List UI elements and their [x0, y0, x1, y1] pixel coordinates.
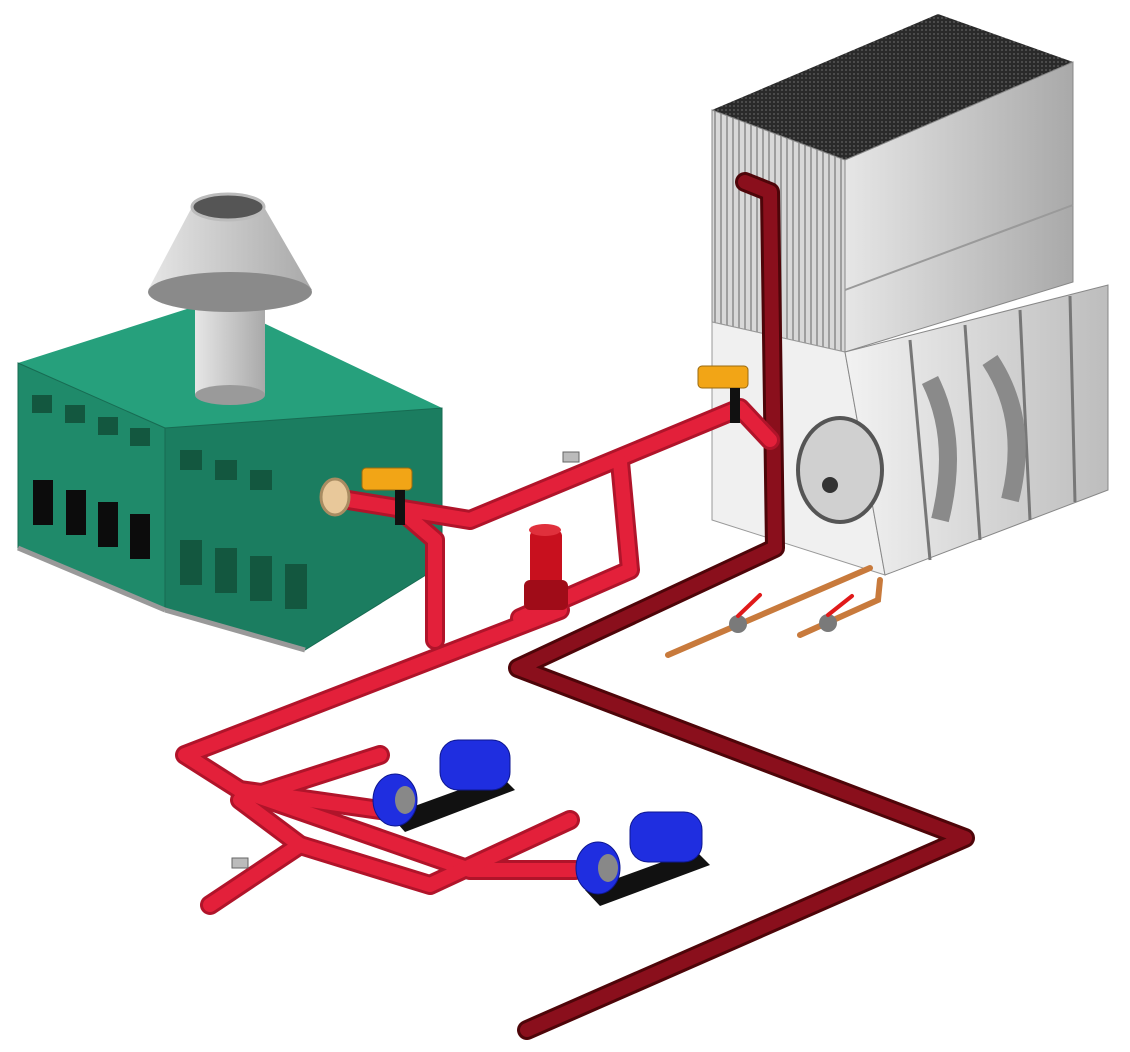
base-mounted-pump-2 [575, 811, 710, 906]
chimney-cone [148, 207, 312, 290]
chimney-collar [195, 385, 265, 405]
ahu-top-grille [712, 14, 1073, 160]
fan-wheel-icon [796, 416, 884, 524]
boiler-base-rail [164, 607, 306, 653]
fan-scroll-housing [921, 375, 957, 523]
chimney-cone-rim [148, 272, 312, 312]
temperature-sensor [562, 451, 580, 463]
boiler-base-rail [17, 545, 166, 613]
chimney-stack [148, 192, 312, 405]
boiler-louvers [32, 395, 307, 609]
ahu-upper-side-panel [844, 61, 1074, 353]
ahu-panel-seam [844, 204, 1074, 291]
boiler-supply-flange [319, 477, 351, 517]
return-pipe [508, 172, 975, 1040]
boiler-side [164, 407, 443, 651]
chimney-opening [190, 192, 266, 222]
fan-scroll-housing [982, 355, 1026, 503]
ball-valve-icon [729, 615, 747, 633]
fan-hub [822, 477, 838, 493]
inline-circulator-pump [524, 524, 568, 610]
copper-condensate-lines [665, 565, 883, 658]
valve-actuator-boiler [361, 467, 413, 525]
base-mounted-pump-1 [372, 739, 515, 832]
ahu-fan-dividers [908, 295, 1077, 561]
valve-actuator-ahu [697, 365, 749, 423]
air-handling-unit [711, 14, 1109, 576]
temperature-sensor [231, 857, 249, 869]
boiler-access-ports [33, 480, 150, 559]
ball-valve-handle [826, 594, 854, 617]
ball-valve-icon [819, 614, 837, 632]
ball-valve-handle [736, 593, 762, 618]
